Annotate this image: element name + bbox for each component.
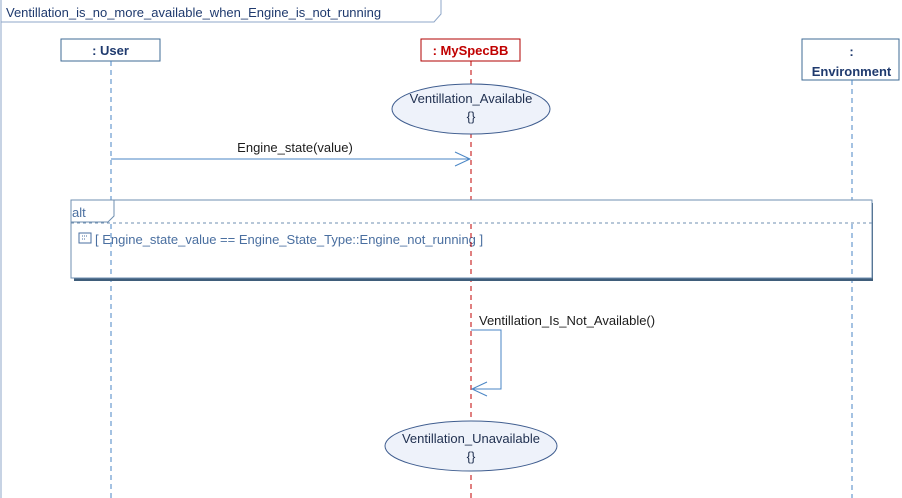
lifeline-myspecbb[interactable]: : MySpecBB (420, 38, 521, 498)
lifeline-environment[interactable]: : Environment (801, 38, 900, 498)
diagram-title: Ventillation_is_no_more_available_when_E… (6, 5, 381, 20)
alt-operator-tab (71, 200, 115, 223)
message-engine-state-label: Engine_state(value) (237, 140, 353, 155)
lifeline-environment-label-line1: : (849, 44, 853, 59)
state-invariant-available[interactable]: Ventillation_Available {} (391, 83, 551, 135)
lifeline-user-label: : User (92, 43, 129, 58)
alt-fragment[interactable]: alt [ Engine_state_value == Engine_State… (70, 199, 873, 281)
alt-guard: [ Engine_state_value == Engine_State_Typ… (95, 232, 483, 247)
state-invariant-unavailable[interactable]: Ventillation_Unavailable {} (384, 420, 558, 472)
arrowhead-icon (454, 151, 472, 167)
state-unavailable-body: {} (467, 449, 476, 464)
state-available-body: {} (467, 109, 476, 124)
message-engine-state[interactable]: Engine_state(value) (111, 140, 472, 167)
lifeline-environment-label-line2: Environment (812, 64, 892, 79)
guard-icon (78, 232, 92, 244)
arrowhead-icon (470, 381, 488, 397)
state-unavailable-name: Ventillation_Unavailable (402, 431, 540, 446)
lifeline-myspecbb-label: : MySpecBB (433, 43, 509, 58)
alt-operator-label: alt (72, 205, 86, 220)
message-ventillation-not-available-label: Ventillation_Is_Not_Available() (479, 313, 655, 328)
message-ventillation-not-available[interactable]: Ventillation_Is_Not_Available() (470, 313, 655, 397)
diagram-title-tab: Ventillation_is_no_more_available_when_E… (0, 0, 442, 498)
state-available-name: Ventillation_Available (410, 91, 533, 106)
